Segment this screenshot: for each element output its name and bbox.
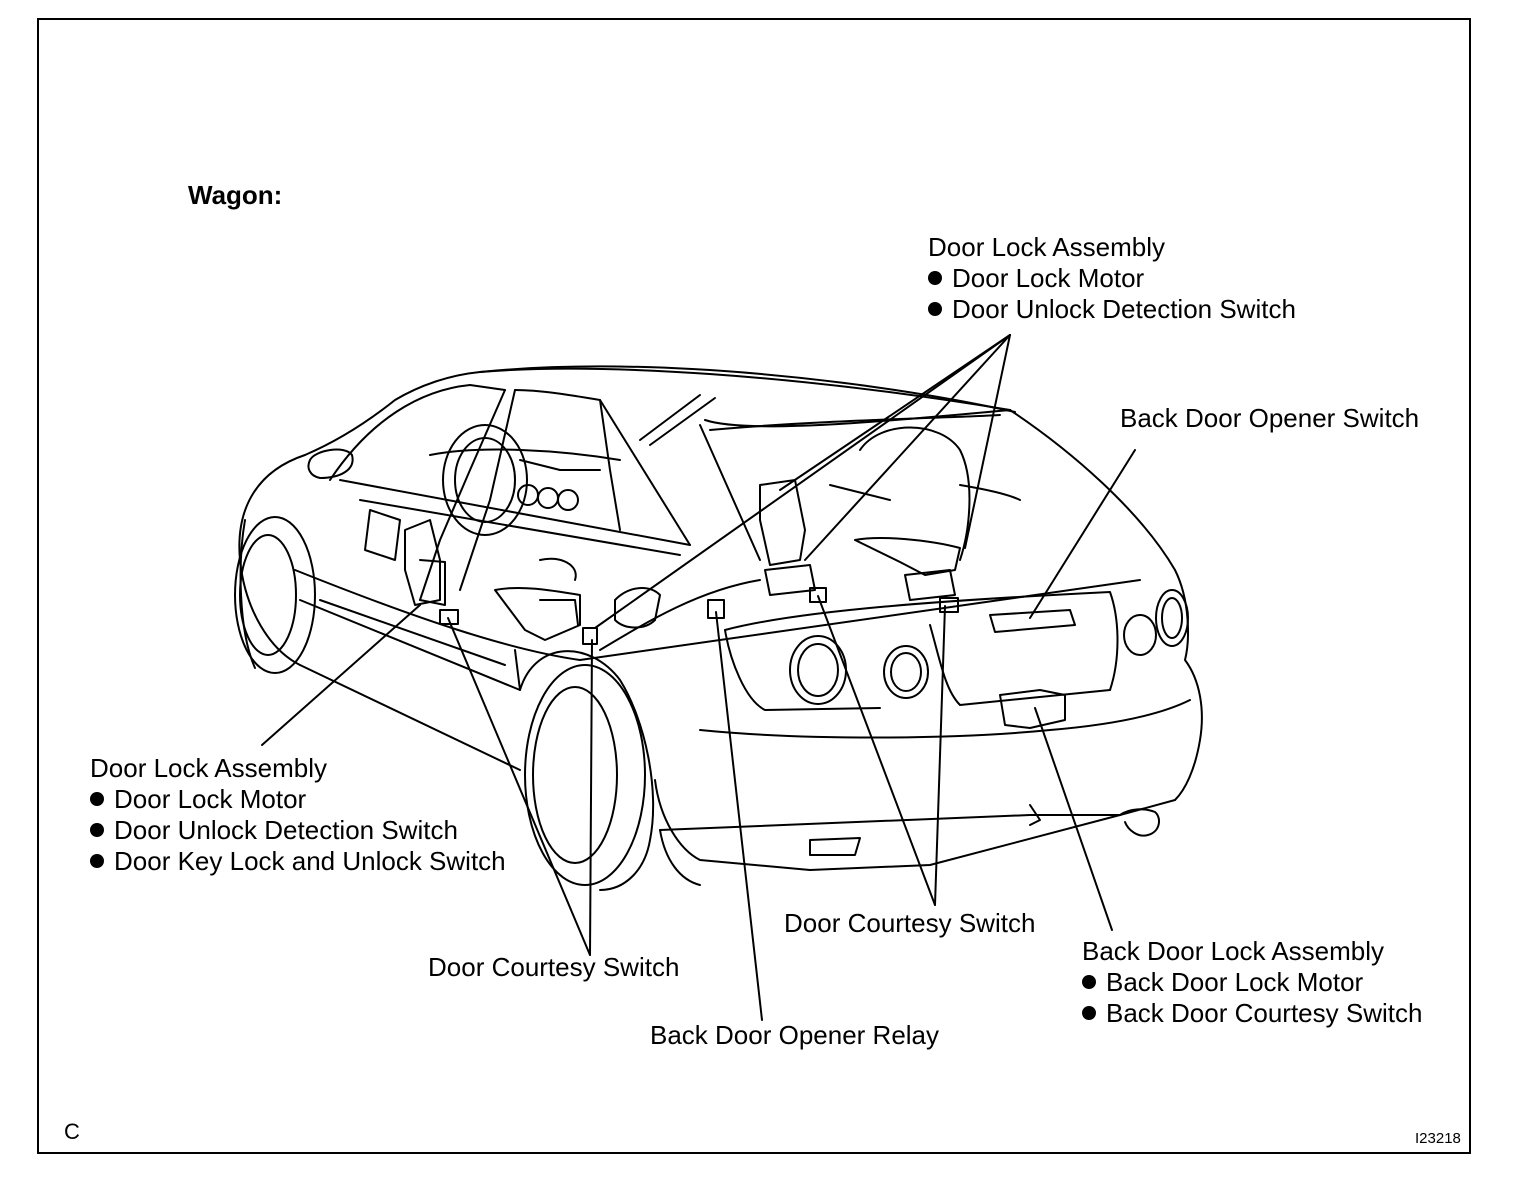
list-item: Back Door Lock Motor xyxy=(1082,967,1422,998)
list-item: Back Door Courtesy Switch xyxy=(1082,998,1422,1029)
label-back-door-opener-relay: Back Door Opener Relay xyxy=(650,1020,940,1050)
heading: Door Lock Assembly xyxy=(90,753,327,783)
bullet-icon xyxy=(928,271,942,285)
bullet-icon xyxy=(90,823,104,837)
label-back-door-opener-switch: Back Door Opener Switch xyxy=(1120,403,1420,433)
windows-and-pillars xyxy=(329,384,1011,601)
corner-letter: C xyxy=(64,1119,80,1144)
side-mirror xyxy=(307,448,354,479)
bullet-icon xyxy=(90,854,104,868)
figure-id: I23218 xyxy=(1415,1130,1461,1147)
rear-wheel xyxy=(519,650,655,891)
list-item: Door Lock Motor xyxy=(90,784,506,815)
front-wheel xyxy=(234,516,316,674)
heading: Door Lock Assembly xyxy=(928,232,1165,262)
label-door-lock-assembly-right: Door Lock Assembly Door Lock Motor Door … xyxy=(928,232,1296,325)
page-title: Wagon: xyxy=(188,180,283,210)
bullet-icon xyxy=(1082,1006,1096,1020)
bullet-icon xyxy=(90,792,104,806)
label-door-lock-assembly-left: Door Lock Assembly Door Lock Motor Door … xyxy=(90,753,506,877)
interior xyxy=(364,424,1021,581)
list-item: Door Unlock Detection Switch xyxy=(90,815,506,846)
bullet-icon xyxy=(1082,975,1096,989)
list-item: Door Key Lock and Unlock Switch xyxy=(90,846,506,877)
label-back-door-lock-assembly: Back Door Lock Assembly Back Door Lock M… xyxy=(1082,936,1422,1029)
list-item: Door Lock Motor xyxy=(928,263,1296,294)
label-door-courtesy-switch-left: Door Courtesy Switch xyxy=(428,952,680,982)
leader-lines[interactable] xyxy=(261,334,1136,1021)
heading: Back Door Lock Assembly xyxy=(1082,936,1385,966)
bullet-icon xyxy=(928,302,942,316)
label-door-courtesy-switch-right: Door Courtesy Switch xyxy=(784,908,1036,938)
rear-details xyxy=(614,587,1191,856)
figure-border xyxy=(37,18,1471,1154)
list-item: Door Unlock Detection Switch xyxy=(928,294,1296,325)
